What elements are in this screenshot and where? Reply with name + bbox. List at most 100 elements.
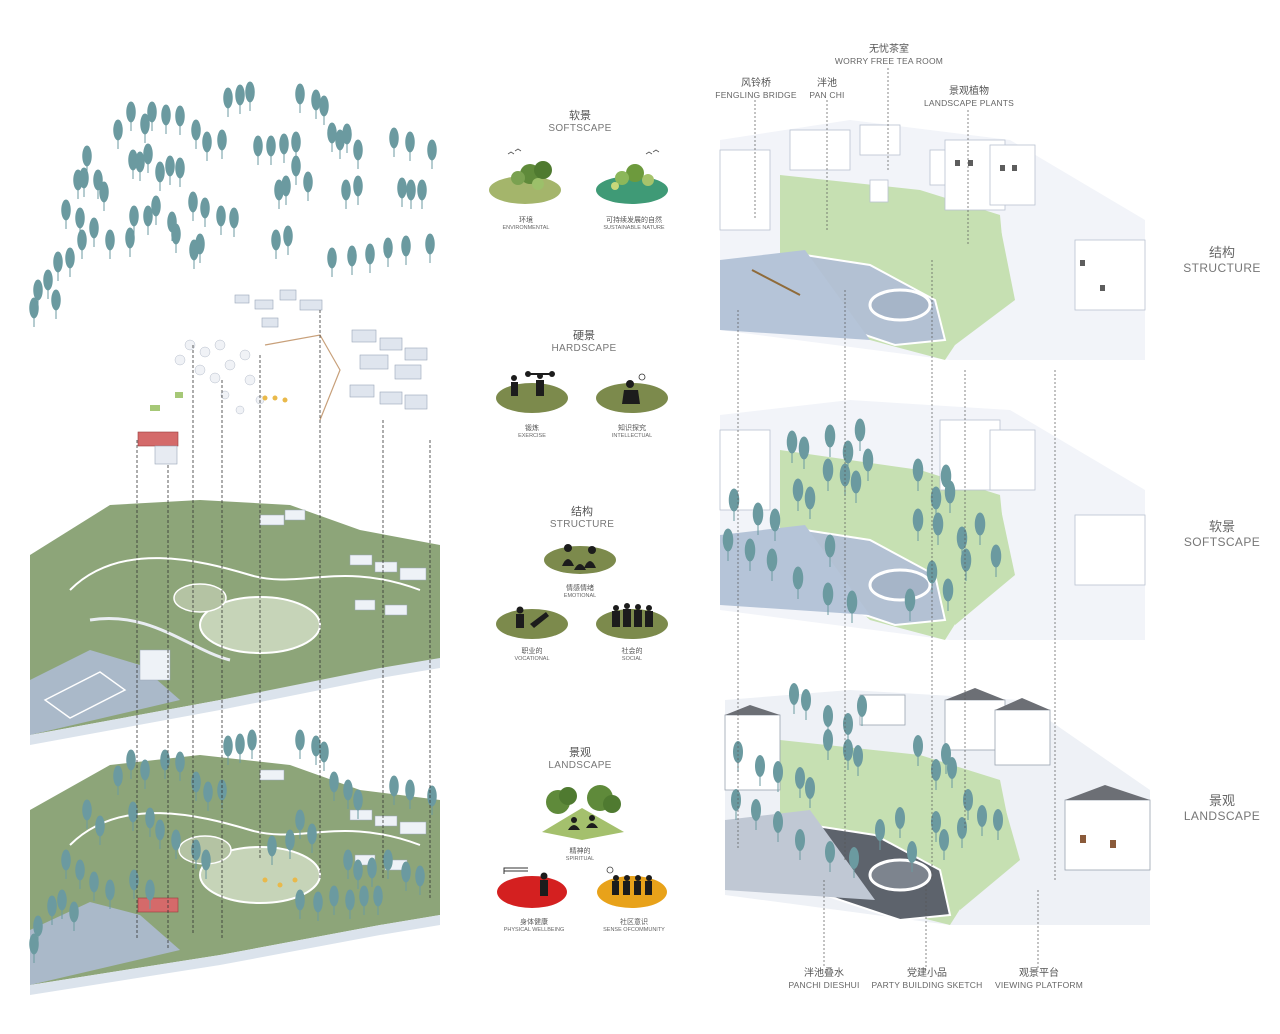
tree-icon <box>291 155 301 177</box>
tree-layer-bottom <box>29 729 437 963</box>
tree-icon <box>175 751 185 773</box>
tree-icon <box>895 807 905 829</box>
tree-icon <box>389 127 399 149</box>
tree-icon <box>327 247 337 269</box>
label-viewing-platform: 观景平台 VIEWING PLATFORM <box>994 968 1084 990</box>
tree-icon <box>82 799 92 821</box>
tree-icon <box>145 879 155 901</box>
tree-icon <box>389 775 399 797</box>
tree-icon <box>912 458 924 482</box>
tree-icon <box>405 779 415 801</box>
tree-icon <box>216 205 226 227</box>
tree-icon <box>769 508 781 532</box>
tree-icon <box>766 548 778 572</box>
layer-label-landscape: 景观 LANDSCAPE <box>1183 793 1261 823</box>
tree-icon <box>942 578 954 602</box>
tree-icon <box>912 508 924 532</box>
tree-icon <box>822 458 834 482</box>
structure-item-social: 社会的 SOCIAL <box>621 648 643 662</box>
tree-icon <box>383 849 393 871</box>
tree-icon <box>795 767 805 789</box>
tree-icon <box>33 279 43 301</box>
left-exploded-diagram <box>0 0 445 1034</box>
tree-icon <box>245 81 255 103</box>
tree-icon <box>151 195 161 217</box>
tree-icon <box>295 809 305 831</box>
tree-icon <box>932 512 944 536</box>
tree-icon <box>129 205 139 227</box>
tree-icon <box>65 247 75 269</box>
tree-icon <box>359 885 369 907</box>
tree-icon <box>165 155 175 177</box>
landscape-title-cn: 景观 <box>569 747 591 759</box>
structure-heading: 结构 STRUCTURE <box>532 506 632 531</box>
tree-icon <box>79 167 89 189</box>
tree-icon <box>947 757 957 779</box>
tree-icon <box>143 143 153 165</box>
tree-icon <box>956 526 968 550</box>
tree-icon <box>171 829 181 851</box>
right-layers-svg <box>719 68 1151 968</box>
tree-icon <box>939 829 949 851</box>
label-pan-chi: 泮池 PAN CHI <box>809 78 845 100</box>
structure-title-cn: 结构 <box>571 506 593 518</box>
structure-layer <box>30 500 440 745</box>
physical-wellbeing-icon <box>497 876 567 908</box>
tree-icon <box>113 119 123 141</box>
landscape-title-en: LANDSCAPE <box>548 760 612 771</box>
tree-icon <box>824 534 836 558</box>
tree-icon <box>963 789 973 811</box>
tree-icon <box>29 297 39 319</box>
tree-icon <box>29 933 39 955</box>
tree-icon <box>367 857 377 879</box>
tree-icon <box>846 590 858 614</box>
tree-icon <box>353 859 363 881</box>
tree-icon <box>69 901 79 923</box>
tree-icon <box>311 735 321 757</box>
tree-icon <box>247 729 257 751</box>
tree-icon <box>805 777 815 799</box>
tree-icon <box>342 123 352 145</box>
tree-icon <box>427 139 437 161</box>
tree-icon <box>406 179 416 201</box>
tree-icon <box>140 113 150 135</box>
tree-icon <box>960 548 972 572</box>
tree-icon <box>77 229 87 251</box>
tree-icon <box>862 448 874 472</box>
tree-icon <box>931 759 941 781</box>
tree-icon <box>913 735 923 757</box>
hardscape-heading: 硬景 HARDSCAPE <box>534 330 634 355</box>
tree-icon <box>89 217 99 239</box>
tree-icon <box>822 582 834 606</box>
tree-icon <box>853 745 863 767</box>
tree-icon <box>223 735 233 757</box>
tree-icon <box>427 785 437 807</box>
tree-icon <box>773 811 783 833</box>
tree-icon <box>824 424 836 448</box>
hardscape-title-cn: 硬景 <box>573 330 595 342</box>
tree-icon <box>365 243 375 265</box>
tree-icon <box>373 885 383 907</box>
tree-icon <box>75 859 85 881</box>
tree-icon <box>188 191 198 213</box>
tree-icon <box>944 480 956 504</box>
tree-icon <box>47 895 57 917</box>
tree-icon <box>789 683 799 705</box>
tree-icon <box>773 761 783 783</box>
tree-icon <box>875 819 885 841</box>
tree-icon <box>128 149 138 171</box>
right-leader-lines <box>737 68 1056 968</box>
tree-icon <box>755 755 765 777</box>
spiritual-icon <box>542 808 624 840</box>
tree-icon <box>752 502 764 526</box>
tree-icon <box>307 823 317 845</box>
tree-icon <box>319 741 329 763</box>
tree-icon <box>786 430 798 454</box>
softscape-heading: 软景 SOFTSCAPE <box>530 110 630 135</box>
tree-icon <box>195 233 205 255</box>
landscape-panel-trees <box>731 683 1003 878</box>
middle-legend: 软景 SOFTSCAPE 环境 ENVIRONMENTAL 可持续发展的自然 S… <box>470 0 700 1034</box>
tree-icon <box>105 229 115 251</box>
label-landscape-plants: 景观植物 LANDSCAPE PLANTS <box>923 86 1015 108</box>
tree-icon <box>143 205 153 227</box>
